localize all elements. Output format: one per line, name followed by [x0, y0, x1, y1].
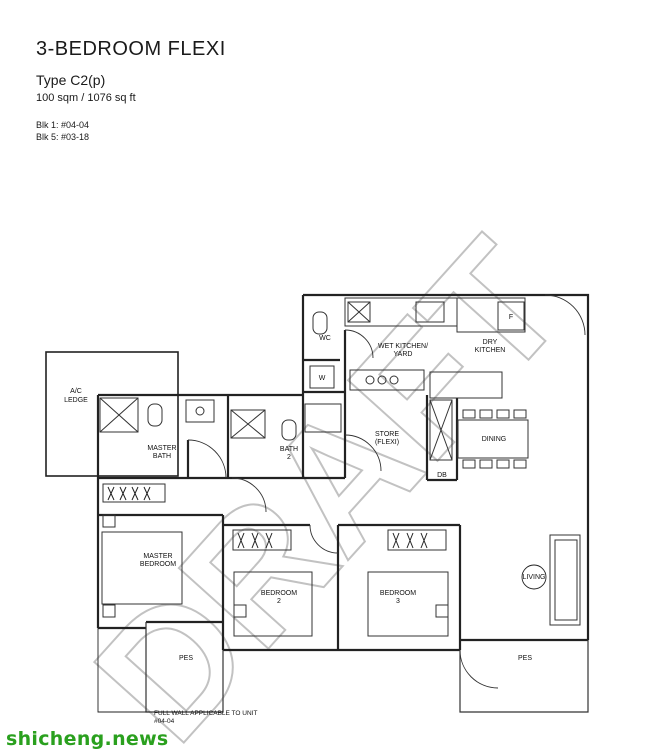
block-label-1: Blk 1: #04-04	[36, 120, 90, 130]
label-wc: WC	[319, 335, 331, 342]
note-leader	[97, 628, 150, 713]
label-wet-kitchen-2: YARD	[394, 351, 413, 358]
wardrobe-hatch	[107, 486, 428, 549]
draft-stamp: DRAFT	[59, 206, 601, 755]
fixtures	[99, 297, 581, 637]
label-master-bedroom-2: BEDROOM	[140, 561, 176, 568]
label-dining: DINING	[482, 436, 507, 443]
label-store-1: STORE	[375, 431, 399, 438]
label-fridge: F	[509, 314, 513, 321]
block-label-2: Blk 5: #03-18	[36, 132, 90, 142]
label-dry-kitchen-1: DRY	[483, 339, 498, 346]
label-dry-kitchen-2: KITCHEN	[475, 347, 506, 354]
label-db: DB	[437, 472, 447, 479]
note-full-wall-1: FULL WALL APPLICABLE TO UNIT	[154, 710, 257, 717]
label-master-bath-1: MASTER	[147, 445, 176, 452]
label-bath2-2: 2	[287, 454, 291, 461]
door-swings	[187, 294, 586, 689]
label-bath2-1: BATH	[280, 446, 298, 453]
label-bedroom2-2: 2	[277, 598, 281, 605]
label-bedroom3-1: BEDROOM	[380, 590, 416, 597]
label-pes-right: PES	[518, 655, 532, 662]
label-bedroom2-1: BEDROOM	[261, 590, 297, 597]
source-watermark: shicheng.news	[6, 728, 169, 750]
unit-type: Type C2(p)	[36, 72, 106, 88]
walls	[45, 293, 590, 652]
label-master-bath-2: BATH	[153, 453, 171, 460]
unit-area: 100 sqm / 1076 sq ft	[36, 92, 136, 104]
note-full-wall-2: #04-04	[154, 718, 175, 725]
label-ac-ledge-1: A/C	[70, 388, 82, 395]
label-store-2: (FLEXI)	[375, 439, 399, 446]
label-washer: W	[319, 375, 326, 382]
label-wet-kitchen-1: WET KITCHEN/	[378, 343, 428, 350]
label-bedroom3-2: 3	[396, 598, 400, 605]
label-ac-ledge-2: LEDGE	[64, 397, 88, 404]
floorplan-title: 3-BEDROOM FLEXI	[36, 38, 226, 60]
label-pes-left: PES	[179, 655, 193, 662]
living-marker	[521, 564, 547, 590]
label-master-bedroom-1: MASTER	[143, 553, 172, 560]
label-living: LIVING	[523, 574, 546, 581]
pes-areas	[145, 622, 589, 713]
